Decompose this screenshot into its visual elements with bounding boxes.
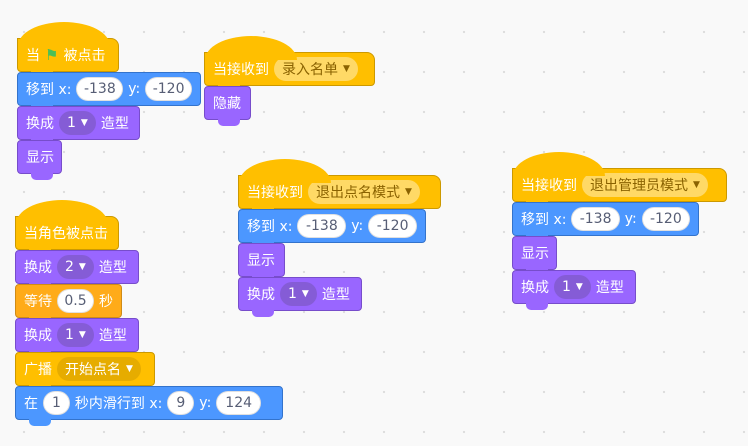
- costume-value: 1: [65, 327, 74, 343]
- x-input[interactable]: -138: [297, 214, 347, 238]
- dropdown-caret-icon: ▼: [343, 64, 350, 74]
- costume-value: 2: [65, 259, 74, 275]
- glide-to-xy-block[interactable]: 在 1 秒内滑行到 x: 9 y: 124: [15, 386, 283, 426]
- y-label: y:: [128, 81, 141, 97]
- message-value: 录入名单: [282, 62, 338, 78]
- glide-x-input[interactable]: 9: [167, 391, 195, 415]
- costume-dropdown[interactable]: 1▼: [57, 323, 94, 347]
- show-block[interactable]: 显示: [512, 236, 557, 276]
- dropdown-caret-icon: ▼: [126, 364, 133, 374]
- switch-label: 换成: [24, 260, 52, 276]
- dropdown-caret-icon: ▼: [78, 262, 86, 272]
- y-label: y:: [199, 395, 212, 411]
- dropdown-caret-icon: ▼: [78, 330, 86, 340]
- y-input[interactable]: -120: [368, 214, 417, 238]
- hat-label-sprite-clicked: 当角色被点击: [24, 226, 108, 242]
- costume-label: 造型: [595, 280, 624, 296]
- switch-costume-block[interactable]: 换成 1▼ 造型: [17, 106, 140, 146]
- x-input[interactable]: -138: [76, 77, 124, 101]
- show-block[interactable]: 显示: [238, 243, 285, 283]
- switch-costume-block[interactable]: 换成 1▼ 造型: [15, 318, 139, 358]
- dropdown-caret-icon: ▼: [80, 118, 88, 128]
- switch-costume-block[interactable]: 换成 1▼ 造型: [238, 277, 362, 317]
- x-input[interactable]: -138: [571, 207, 620, 231]
- hat-label-clicked: 被点击: [63, 48, 106, 64]
- when-sprite-clicked-block[interactable]: 当角色被点击: [15, 200, 119, 256]
- when-receive-block[interactable]: 当接收到 退出管理员模式 ▼: [512, 152, 727, 208]
- costume-label: 造型: [100, 116, 129, 132]
- switch-costume-block[interactable]: 换成 2▼ 造型: [15, 250, 139, 290]
- when-flag-clicked-block[interactable]: 当 ⚑ 被点击: [17, 22, 119, 78]
- broadcast-label: 广播: [24, 362, 52, 378]
- wait-seconds-input[interactable]: 0.5: [57, 289, 94, 313]
- costume-value: 1: [562, 279, 571, 295]
- goto-label: 移到 x:: [26, 82, 72, 98]
- receive-label: 当接收到: [521, 178, 577, 194]
- dropdown-caret-icon: ▼: [405, 187, 412, 197]
- receive-label: 当接收到: [213, 62, 269, 78]
- glide-seconds-input[interactable]: 1: [43, 391, 70, 415]
- message-value: 退出点名模式: [316, 185, 400, 201]
- message-dropdown[interactable]: 退出管理员模式 ▼: [582, 173, 708, 197]
- glide-to-label: 秒内滑行到 x:: [74, 396, 163, 412]
- show-label: 显示: [247, 253, 275, 269]
- goto-xy-block[interactable]: 移到 x: -138 y: -120: [17, 72, 201, 112]
- switch-label: 换成: [247, 287, 275, 303]
- dropdown-caret-icon: ▼: [693, 180, 700, 190]
- switch-label: 换成: [24, 328, 52, 344]
- goto-xy-block[interactable]: 移到 x: -138 y: -120: [238, 209, 426, 249]
- broadcast-block[interactable]: 广播 开始点名 ▼: [15, 352, 155, 392]
- when-receive-block[interactable]: 当接收到 退出点名模式 ▼: [238, 159, 441, 215]
- y-input[interactable]: -120: [145, 77, 192, 101]
- message-dropdown[interactable]: 录入名单 ▼: [274, 57, 358, 81]
- broadcast-message-value: 开始点名: [65, 362, 121, 378]
- green-flag-icon: ⚑: [45, 46, 59, 64]
- receive-label: 当接收到: [247, 185, 303, 201]
- when-receive-block[interactable]: 当接收到 录入名单 ▼: [204, 36, 375, 92]
- switch-costume-block[interactable]: 换成 1▼ 造型: [512, 270, 636, 310]
- wait-label: 等待: [24, 294, 52, 310]
- goto-label: 移到 x:: [521, 212, 567, 228]
- switch-label: 换成: [26, 116, 54, 132]
- y-label: y:: [351, 218, 364, 234]
- costume-label: 造型: [98, 328, 127, 344]
- dropdown-caret-icon: ▼: [575, 282, 583, 292]
- y-label: y:: [624, 211, 637, 227]
- goto-label: 移到 x:: [247, 219, 293, 235]
- dropdown-caret-icon: ▼: [301, 289, 309, 299]
- costume-label: 造型: [321, 287, 350, 303]
- glide-y-input[interactable]: 124: [216, 391, 262, 415]
- hide-block[interactable]: 隐藏: [204, 86, 251, 126]
- wait-block[interactable]: 等待 0.5 秒: [15, 284, 122, 324]
- hide-label: 隐藏: [213, 96, 241, 112]
- y-input[interactable]: -120: [641, 207, 690, 231]
- costume-value: 1: [288, 286, 297, 302]
- message-dropdown[interactable]: 退出点名模式 ▼: [308, 180, 420, 204]
- seconds-label: 秒: [99, 294, 113, 310]
- goto-xy-block[interactable]: 移到 x: -138 y: -120: [512, 202, 699, 242]
- costume-label: 造型: [98, 260, 127, 276]
- show-label: 显示: [26, 150, 54, 166]
- show-block[interactable]: 显示: [17, 140, 62, 180]
- show-label: 显示: [521, 246, 549, 262]
- message-value: 退出管理员模式: [590, 178, 688, 194]
- costume-value: 1: [67, 115, 76, 131]
- costume-dropdown[interactable]: 1▼: [280, 282, 317, 306]
- glide-in-label: 在: [24, 396, 38, 412]
- broadcast-message-dropdown[interactable]: 开始点名 ▼: [57, 357, 141, 381]
- switch-label: 换成: [521, 280, 549, 296]
- costume-dropdown[interactable]: 1▼: [554, 275, 591, 299]
- costume-dropdown[interactable]: 1▼: [59, 111, 96, 135]
- costume-dropdown[interactable]: 2▼: [57, 255, 94, 279]
- hat-label-when: 当: [26, 48, 40, 64]
